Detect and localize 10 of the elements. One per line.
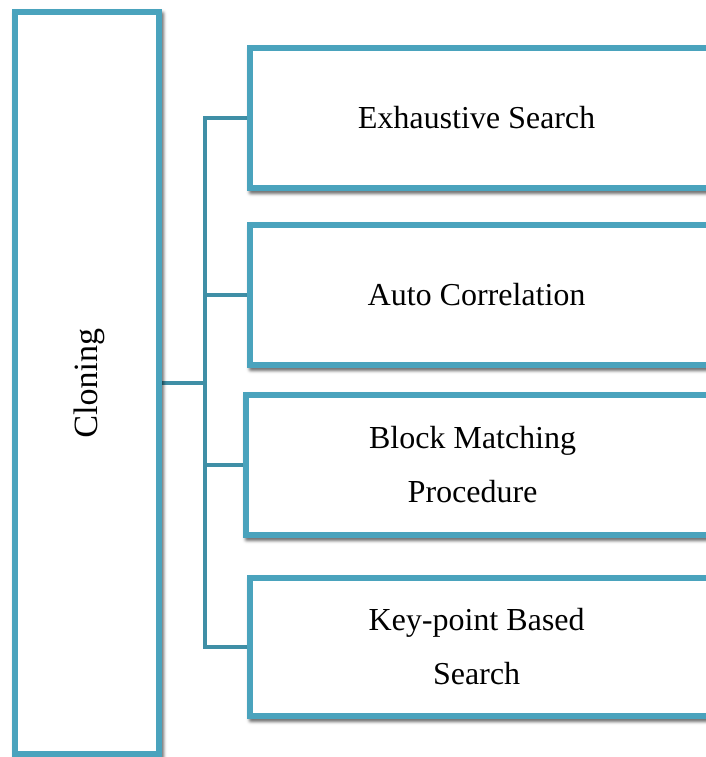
box-label: Cloning [67,328,106,438]
process-box [247,575,706,719]
process-box [243,392,706,538]
process-box [12,9,162,757]
box-label: Auto Correlation [368,275,586,314]
process-box [247,45,706,191]
box-label: Block Matching Procedure [368,418,578,511]
process-box [247,222,706,368]
box-label: Exhaustive Search [358,98,596,138]
box-label: Key-point Based Search [368,600,586,693]
